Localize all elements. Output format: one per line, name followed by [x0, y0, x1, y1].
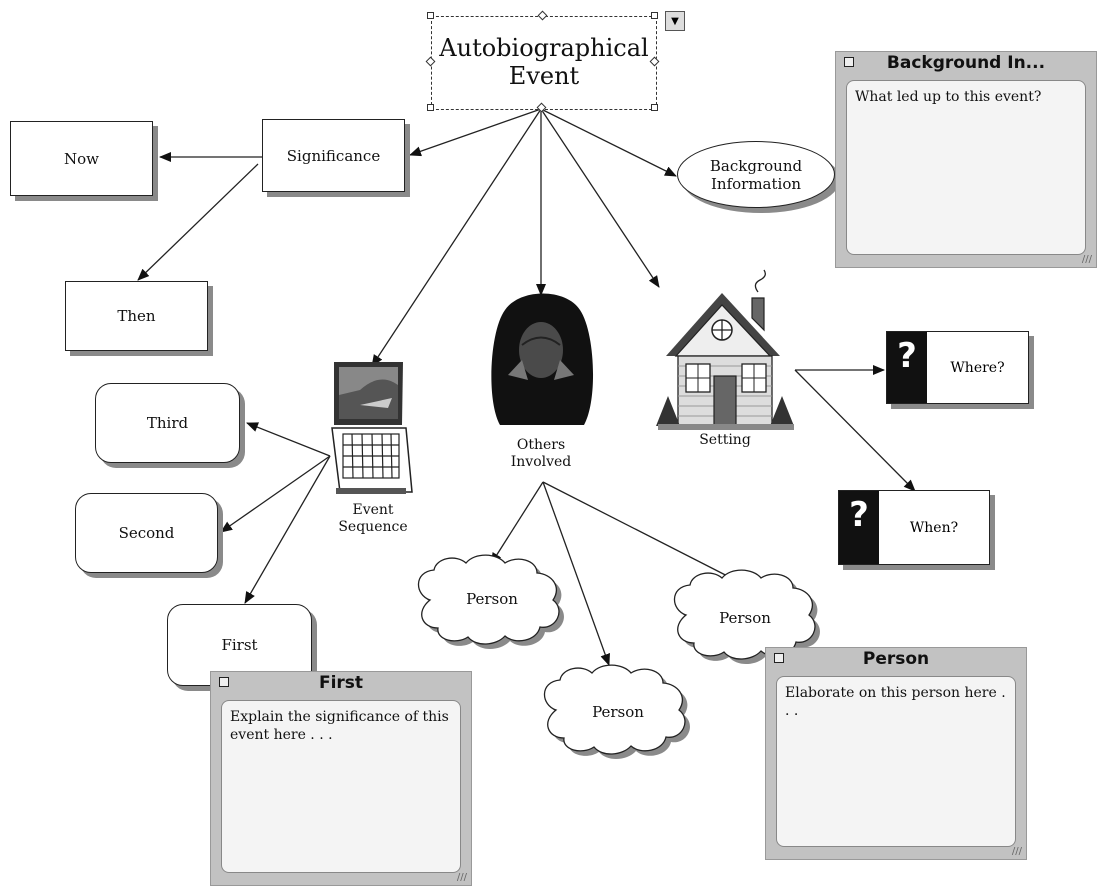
cloud-person-1 [417, 554, 560, 645]
node-significance[interactable]: Significance [262, 119, 405, 192]
node-now[interactable]: Now [10, 121, 153, 196]
laptop-icon [331, 362, 413, 494]
node-background-line1: Background [709, 156, 803, 175]
edge-root-event-sequence [371, 108, 542, 367]
node-event-sequence-caption[interactable]: Event Sequence [318, 502, 428, 536]
resize-handle-top-left[interactable] [427, 12, 434, 19]
edge-sequence-third [246, 422, 331, 457]
edge-significance-then [137, 163, 259, 281]
note-background-body[interactable]: What led up to this event? [846, 80, 1086, 255]
event-sequence-line1: Event [352, 502, 394, 518]
setting-label: Setting [699, 432, 751, 448]
root-title-line2: Event [508, 62, 580, 90]
house-icon [656, 269, 794, 430]
edge-others-person3 [542, 481, 746, 586]
note-person-title: Person [862, 649, 930, 669]
others-involved-line1: Others [516, 437, 566, 453]
resize-grip-icon[interactable]: /// [1081, 254, 1092, 265]
node-first-label: First [221, 636, 258, 654]
node-person-2-label[interactable]: Person [592, 703, 644, 721]
note-first-titlebar[interactable]: First [211, 672, 471, 694]
node-when[interactable]: ? When? [838, 490, 990, 565]
node-third-label: Third [146, 414, 189, 432]
node-background-line2: Information [710, 174, 802, 193]
node-second[interactable]: Second [75, 493, 218, 573]
note-person-body[interactable]: Elaborate on this person here . . . [776, 676, 1016, 847]
resize-handle-top-right[interactable] [651, 12, 658, 19]
note-person[interactable]: Person Elaborate on this person here . .… [765, 647, 1027, 860]
cloud-person-3 [673, 569, 816, 660]
node-then[interactable]: Then [65, 281, 208, 351]
note-first[interactable]: First Explain the significance of this e… [210, 671, 472, 886]
person-silhouette-icon [491, 293, 594, 425]
edge-setting-when [794, 369, 916, 492]
note-background-title: Background In... [886, 53, 1046, 73]
event-sequence-line2: Sequence [338, 518, 408, 535]
note-first-body[interactable]: Explain the significance of this event h… [221, 700, 461, 873]
edge-others-person2 [542, 481, 610, 666]
note-close-box-icon[interactable] [774, 653, 784, 663]
note-person-titlebar[interactable]: Person [766, 648, 1026, 670]
note-close-box-icon[interactable] [219, 677, 229, 687]
node-setting-caption[interactable]: Setting [670, 432, 780, 449]
root-node-autobiographical-event[interactable]: Autobiographical Event [431, 16, 657, 110]
root-title-line1: Autobiographical [439, 34, 649, 63]
node-then-label: Then [117, 307, 156, 325]
resize-grip-icon[interactable]: /// [1011, 846, 1022, 857]
node-when-label: When? [909, 519, 959, 536]
question-mark-icon: ? [887, 332, 927, 403]
node-background-information[interactable]: Background Information [677, 141, 835, 208]
note-close-box-icon[interactable] [844, 57, 854, 67]
node-menu-dropdown-button[interactable]: ▼ [665, 11, 685, 31]
node-second-label: Second [118, 524, 175, 542]
edge-sequence-second [220, 455, 331, 533]
node-where-label: Where? [950, 359, 1005, 376]
note-first-title: First [318, 673, 364, 693]
node-person-3-label[interactable]: Person [719, 609, 771, 627]
triangle-down-icon: ▼ [671, 15, 679, 27]
node-person-1-label[interactable]: Person [466, 590, 518, 608]
edge-others-person1 [490, 481, 544, 565]
edge-root-setting [540, 108, 660, 288]
resize-handle-bottom-left[interactable] [427, 104, 434, 111]
edge-sequence-first [244, 455, 331, 604]
question-mark-icon: ? [839, 491, 879, 564]
node-now-label: Now [64, 149, 99, 168]
resize-handle-bottom-right[interactable] [651, 104, 658, 111]
edge-root-background [540, 108, 677, 177]
edge-root-significance [409, 108, 542, 157]
note-background-information[interactable]: Background In... What led up to this eve… [835, 51, 1097, 268]
note-background-titlebar[interactable]: Background In... [836, 52, 1096, 74]
node-third[interactable]: Third [95, 383, 240, 463]
others-involved-line2: Involved [510, 453, 572, 470]
cloud-person-2 [543, 664, 686, 755]
node-where[interactable]: ? Where? [886, 331, 1029, 404]
resize-grip-icon[interactable]: /// [456, 872, 467, 883]
node-significance-label: Significance [286, 146, 381, 165]
node-others-involved-caption[interactable]: Others Involved [486, 437, 596, 471]
